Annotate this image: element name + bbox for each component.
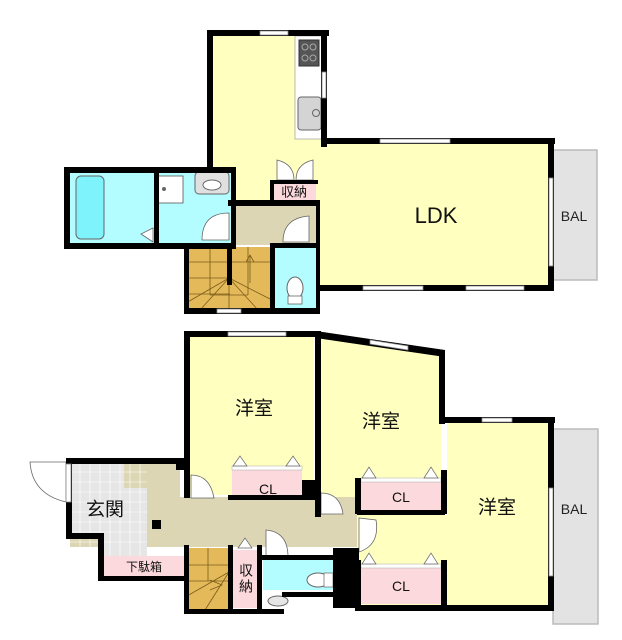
storage-lower-label: 収納 [237, 563, 253, 595]
stove-icon [298, 39, 320, 67]
bathtub-icon [75, 175, 105, 240]
column [152, 520, 161, 529]
balcony-upper-label: BAL [560, 208, 588, 224]
balcony-lower-label: BAL [560, 501, 588, 517]
storage-upper-label: 収納 [280, 185, 308, 201]
bedroom-3 [356, 420, 551, 607]
upper-floor [64, 30, 598, 314]
bedroom-2-label: 洋室 [361, 410, 401, 433]
bedroom-3-label: 洋室 [477, 496, 517, 519]
shoe-cabinet [102, 556, 185, 576]
closet-2 [361, 482, 441, 510]
storage-lower [233, 550, 257, 608]
balcony-upper [552, 149, 598, 281]
washing-machine-icon [157, 175, 184, 204]
closet-1-label: CL [259, 481, 277, 497]
lower-floor [29, 331, 599, 625]
closet-2-label: CL [392, 489, 410, 505]
entrance-label: 玄関 [85, 498, 125, 521]
closet-3 [361, 568, 441, 604]
bedroom-2 [320, 335, 441, 512]
storage-upper [272, 182, 316, 202]
kitchen-sink-icon [297, 96, 322, 131]
closet-1 [232, 470, 302, 498]
balcony-lower [552, 428, 599, 625]
bedroom-1-label: 洋室 [234, 397, 274, 420]
ldk-label: LDK [414, 203, 458, 228]
closet-3-label: CL [392, 578, 410, 594]
shoe-cabinet-label: 下駄箱 [125, 560, 163, 574]
